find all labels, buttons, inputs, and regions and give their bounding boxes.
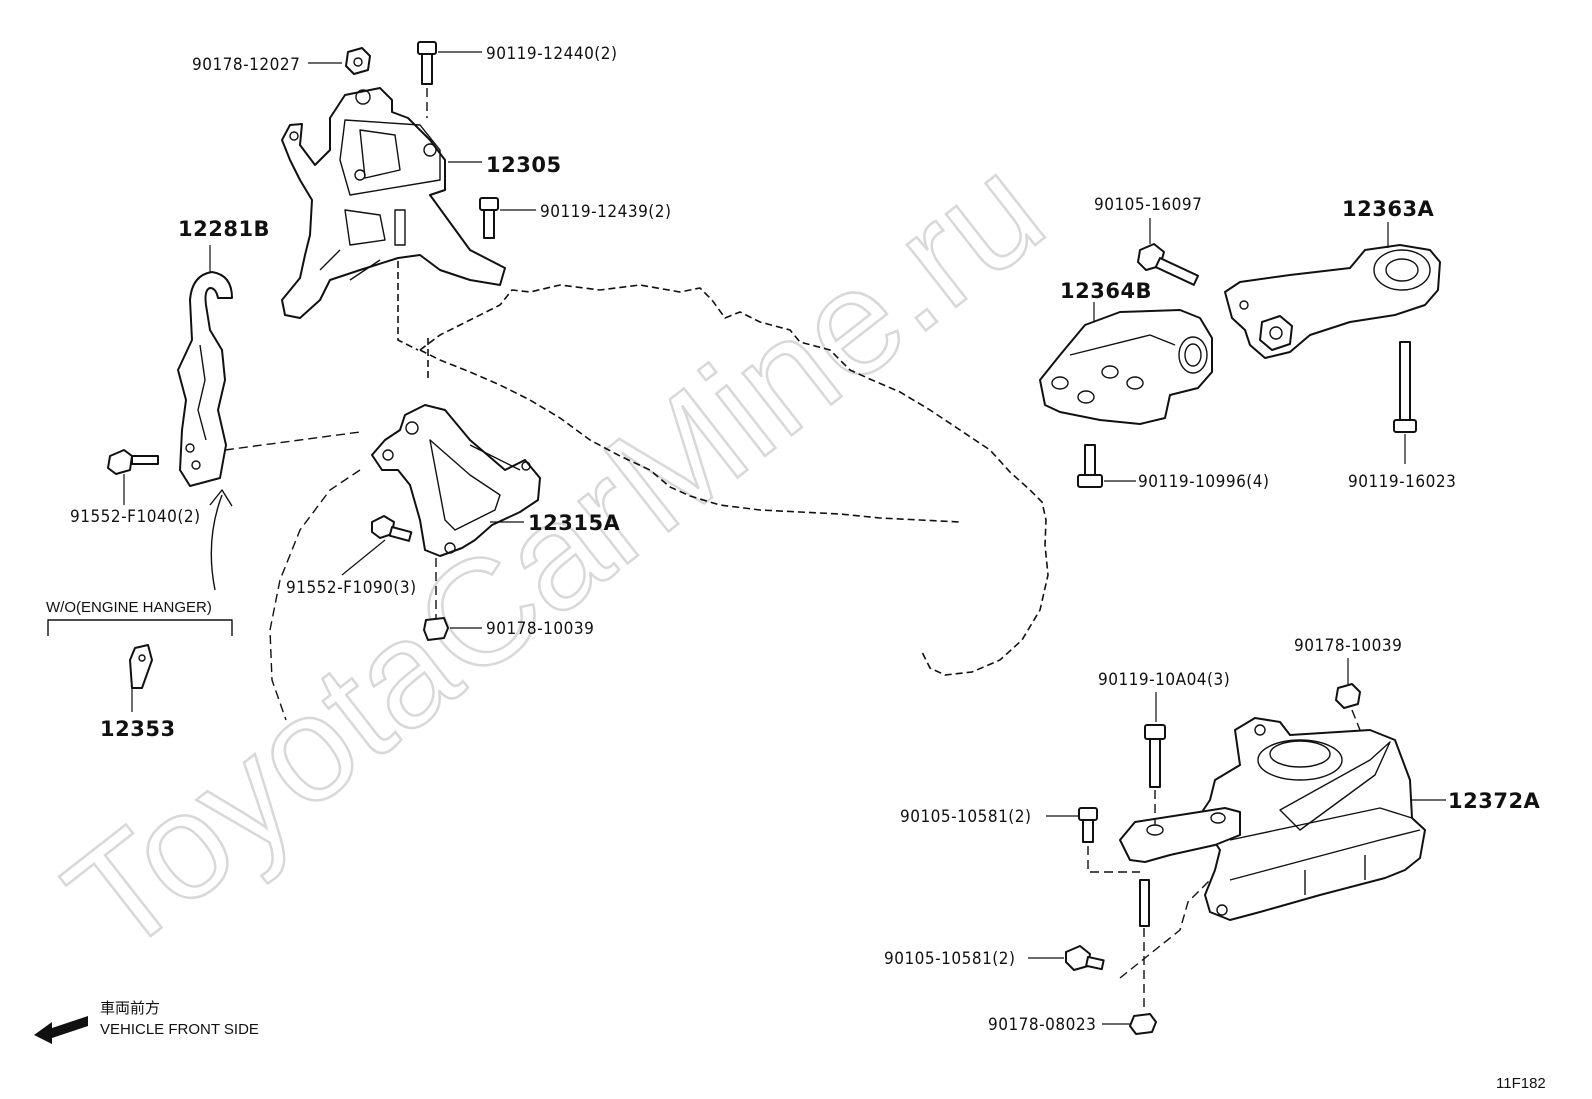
label-12305: 12305 [486,153,562,177]
nut-90178-08023-drawing [1129,1013,1157,1035]
part-12363A-drawing [1224,244,1441,359]
label-12363A: 12363A [1342,197,1435,221]
direction-label-jp: 車両前方 [100,1000,160,1017]
watermark: ToyotaCarMine.ru [36,124,1072,985]
bolt-90119-12440-drawing [417,41,437,118]
arrow-head [209,489,233,507]
label-90178-10039-a: 90178-10039 [486,619,594,639]
nut-90178-12027-drawing [345,47,371,75]
nut-90178-10039-b-drawing [1335,683,1363,736]
bolt-91552-F1090-drawing [371,515,413,542]
part-12315A-drawing [371,404,541,618]
label-90119-16023: 90119-16023 [1348,472,1456,492]
label-90178-10039-b: 90178-10039 [1294,636,1402,656]
diagram-id: 11F182 [1496,1075,1546,1092]
label-90178-12027: 90178-12027 [192,55,300,75]
label-12353: 12353 [100,717,176,741]
part-12281B-drawing [177,271,361,487]
label-90105-10581-a: 90105-10581(2) [900,807,1031,827]
nut-90178-10039-a-drawing [423,617,449,641]
label-91552-F1040: 91552-F1040(2) [70,507,201,527]
stud-drawing [1119,879,1211,1012]
bolt-90119-10996-drawing [1077,444,1103,488]
bolt-90119-16023-drawing [1393,341,1417,433]
direction-label-en: VEHICLE FRONT SIDE [100,1021,259,1038]
label-90105-16097: 90105-16097 [1094,195,1202,215]
leader-lines [123,51,1446,1025]
engine-outline [269,250,1049,721]
label-12281B: 12281B [178,217,270,241]
label-12364B: 12364B [1060,279,1152,303]
label-12372A: 12372A [1448,789,1541,813]
part-12305-drawing [281,87,506,319]
part-12372A-drawing [1119,717,1426,921]
front-arrow-icon [34,1016,88,1044]
part-12353-drawing [129,644,153,689]
label-12315A: 12315A [528,511,621,535]
label-90119-10996: 90119-10996(4) [1138,472,1269,492]
bolt-90105-16097-drawing [1137,243,1200,286]
label-90119-12439: 90119-12439(2) [540,202,671,222]
label-91552-F1090: 91552-F1090(3) [286,578,417,598]
label-90178-08023: 90178-08023 [988,1015,1096,1035]
bolt-91552-F1040-drawing [107,449,159,475]
arrow-variant [210,494,223,591]
bolt-90119-10A04-drawing [1144,724,1166,825]
part-12364B-drawing [1039,309,1213,425]
bolt-90105-10581-a-drawing [1078,807,1140,873]
variant-bracket [47,619,233,636]
bolt-90119-12439-drawing [479,197,499,239]
label-variant-note: W/O(ENGINE HANGER) [46,599,212,616]
label-90119-12440: 90119-12440(2) [486,44,617,64]
label-90119-10A04: 90119-10A04(3) [1098,670,1230,690]
label-90105-10581-b: 90105-10581(2) [884,949,1015,969]
bolt-90105-10581-b-drawing [1065,945,1105,971]
